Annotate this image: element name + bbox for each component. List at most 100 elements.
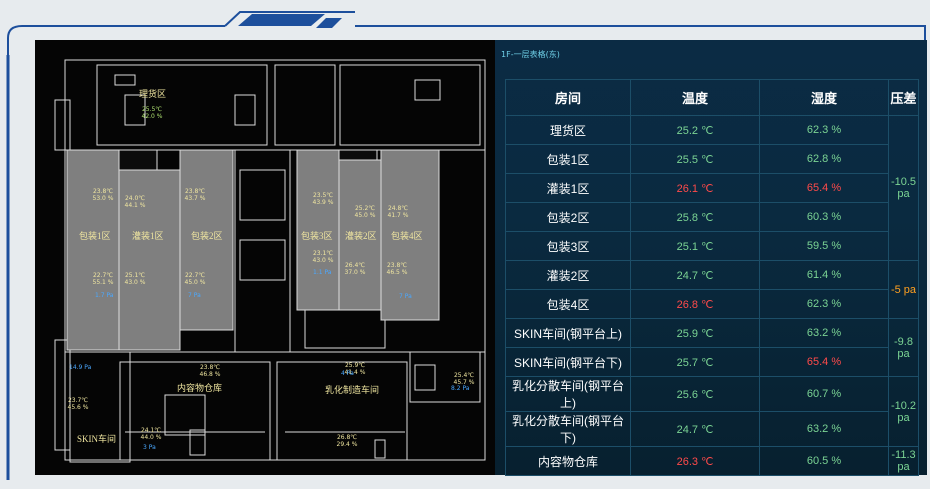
humidity-cell: 62.3 % [759, 115, 889, 145]
header-room: 房间 [505, 79, 631, 116]
room-name-cell: 乳化分散车间(钢平台上) [505, 376, 631, 412]
room-name-cell: 包装2区 [505, 202, 631, 232]
room-label-baozhuang3: 包装3区 [301, 231, 333, 241]
pa-tag: 8.2 Pa [451, 385, 470, 392]
panel-title: 1F-一层表格(东) [501, 50, 560, 59]
room-label-guanzhuang1: 灌装1区 [132, 231, 164, 241]
temperature-cell: 25.8 ℃ [630, 202, 760, 232]
pa-tag: 3 Pa [143, 444, 156, 451]
room-label-baozhuang1: 包装1区 [79, 231, 111, 241]
room-label-neirongwu: 内容物仓库 [177, 383, 223, 393]
pa-tag: 4 Pa [341, 370, 354, 377]
temperature-cell: 26.1 ℃ [630, 173, 760, 203]
humidity-cell: 60.3 % [759, 202, 889, 232]
humidity-cell: 61.4 % [759, 260, 889, 290]
header-temp: 温度 [630, 79, 760, 116]
reading-g1-top: 24.0℃ 44.1 % [124, 195, 146, 209]
pa-tag: 7 Pa [188, 292, 201, 299]
pa-tag: 14.9 Pa [69, 364, 92, 371]
temperature-cell: 25.1 ℃ [630, 231, 760, 261]
temperature-cell: 25.6 ℃ [630, 376, 760, 412]
temperature-cell: 25.9 ℃ [630, 318, 760, 348]
temperature-cell: 24.7 ℃ [630, 260, 760, 290]
reading-g1-bot: 25.1℃ 43.0 % [124, 272, 146, 286]
temperature-cell: 25.2 ℃ [630, 115, 760, 145]
pa-tag: 7 Pa [399, 293, 412, 300]
reading-b1-bot: 22.7℃ 55.1 % [92, 272, 114, 286]
reading-lihuo: 25.5℃ 42.0 % [141, 106, 163, 120]
reading-b4-top: 24.8℃ 41.7 % [387, 205, 409, 219]
temperature-cell: 26.3 ℃ [630, 446, 760, 476]
header-humidity: 湿度 [759, 79, 889, 116]
reading-b1-top: 23.8℃ 53.0 % [92, 188, 114, 202]
temperature-cell: 24.7 ℃ [630, 411, 760, 447]
humidity-cell: 65.4 % [759, 173, 889, 203]
humidity-cell: 62.8 % [759, 144, 889, 174]
reading-g2-bot: 26.4℃ 37.0 % [344, 262, 366, 276]
room-label-skin: SKIN车间 [77, 434, 117, 444]
pressure-cell: -10.5 pa [888, 115, 919, 261]
reading-b2-top: 23.8℃ 43.7 % [184, 188, 206, 202]
temperature-cell: 25.7 ℃ [630, 347, 760, 377]
reading-b3-bot: 23.1℃ 43.0 % [312, 250, 334, 264]
reading-ruhua: 25.9℃ 41.4 % [344, 362, 366, 376]
room-label-baozhuang4: 包装4区 [391, 231, 423, 241]
humidity-cell: 65.4 % [759, 347, 889, 377]
room-name-cell: 理货区 [505, 115, 631, 145]
pressure-cell: -9.8 pa [888, 318, 919, 377]
pa-tag: 1.7 Pa [95, 292, 114, 299]
header-pressure: 压差 [888, 79, 919, 116]
room-name-cell: SKIN车间(钢平台上) [505, 318, 631, 348]
room-name-cell: 内容物仓库 [505, 446, 631, 476]
temperature-cell: 25.5 ℃ [630, 144, 760, 174]
room-label-lihuo: 理货区 [139, 89, 167, 99]
reading-b3-top: 23.5℃ 43.9 % [312, 192, 334, 206]
pressure-cell: -5 pa [888, 260, 919, 319]
floor-plan-drawing [54, 59, 486, 463]
room-name-cell: 灌装1区 [505, 173, 631, 203]
room-label-baozhuang2: 包装2区 [191, 231, 223, 241]
reading-right: 25.4℃ 45.7 % [453, 372, 475, 386]
pressure-cell: -11.3 pa [888, 446, 919, 476]
room-label-ruhua: 乳化制造车间 [325, 385, 380, 395]
reading-b2-bot: 22.7℃ 45.0 % [184, 272, 206, 286]
humidity-cell: 60.5 % [759, 446, 889, 476]
reading-g2-top: 25.2℃ 45.0 % [354, 205, 376, 219]
pressure-cell: -10.2 pa [888, 376, 919, 447]
reading-skin: 23.7℃ 45.6 % [67, 397, 89, 411]
pa-tag: 1.1 Pa [313, 269, 332, 276]
room-name-cell: 乳化分散车间(钢平台下) [505, 411, 631, 447]
table-header-row: 房间 温度 湿度 压差 [505, 79, 919, 116]
reading-ruhua-bot: 26.8℃ 29.4 % [336, 434, 358, 448]
room-name-cell: 包装1区 [505, 144, 631, 174]
reading-b4-bot: 23.8℃ 46.5 % [386, 262, 408, 276]
humidity-cell: 59.5 % [759, 231, 889, 261]
humidity-cell: 63.2 % [759, 318, 889, 348]
room-name-cell: 包装4区 [505, 289, 631, 319]
room-name-cell: 灌装2区 [505, 260, 631, 290]
room-label-guanzhuang2: 灌装2区 [345, 231, 377, 241]
humidity-cell: 63.2 % [759, 411, 889, 447]
humidity-cell: 62.3 % [759, 289, 889, 319]
reading-nrw: 23.8℃ 46.8 % [199, 364, 221, 378]
temperature-cell: 26.8 ℃ [630, 289, 760, 319]
room-name-cell: SKIN车间(钢平台下) [505, 347, 631, 377]
reading-nrw-bot: 24.1℃ 44.0 % [140, 427, 162, 441]
room-name-cell: 包装3区 [505, 231, 631, 261]
humidity-cell: 60.7 % [759, 376, 889, 412]
